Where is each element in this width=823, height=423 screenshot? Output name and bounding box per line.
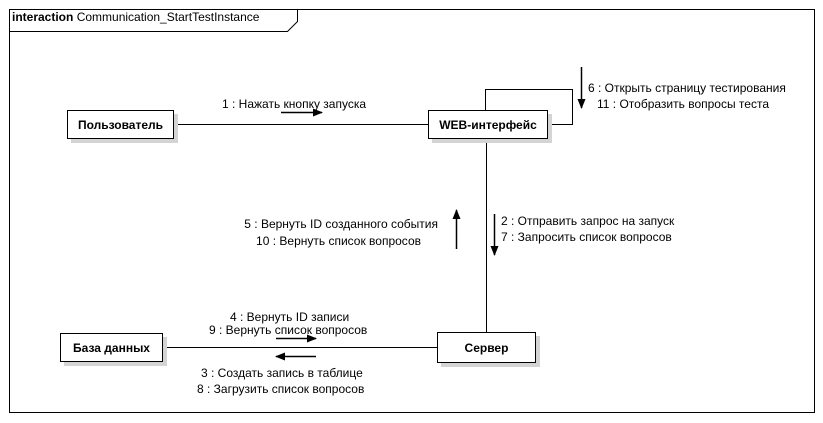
message-11: 11 : Отобразить вопросы теста [597,97,769,111]
message-7: 7 : Запросить список вопросов [501,230,672,244]
frame-keyword: interaction [12,10,74,24]
lifeline-server[interactable]: Сервер [437,332,536,363]
message-2: 2 : Отправить запрос на запуск [501,214,675,228]
link-web-self [485,89,573,125]
message-8: 8 : Загрузить список вопросов [197,382,365,396]
message-9: 9 : Вернуть список вопросов [209,323,368,337]
message-3: 3 : Создать запись в таблице [201,366,363,380]
frame-label-tab [9,9,298,32]
message-4: 4 : Вернуть ID записи [230,310,350,324]
lifeline-user[interactable]: Пользователь [67,110,174,139]
message-1: 1 : Нажать кнопку запуска [222,97,367,111]
lifeline-web-label: WEB-интерфейс [439,117,537,132]
frame-title: interaction Communication_StartTestInsta… [12,10,259,24]
lifeline-db[interactable]: База данных [60,333,163,362]
message-10: 10 : Вернуть список вопросов [256,234,421,248]
lifeline-db-label: База данных [73,340,150,355]
message-5: 5 : Вернуть ID созданного события [244,217,438,231]
lifeline-user-label: Пользователь [77,117,164,132]
lifeline-server-label: Сервер [464,340,509,355]
lifeline-web[interactable]: WEB-интерфейс [428,110,548,139]
message-6: 6 : Открыть страницу тестирования [588,81,786,95]
frame-name: Communication_StartTestInstance [76,10,260,24]
frame-border [9,9,815,413]
